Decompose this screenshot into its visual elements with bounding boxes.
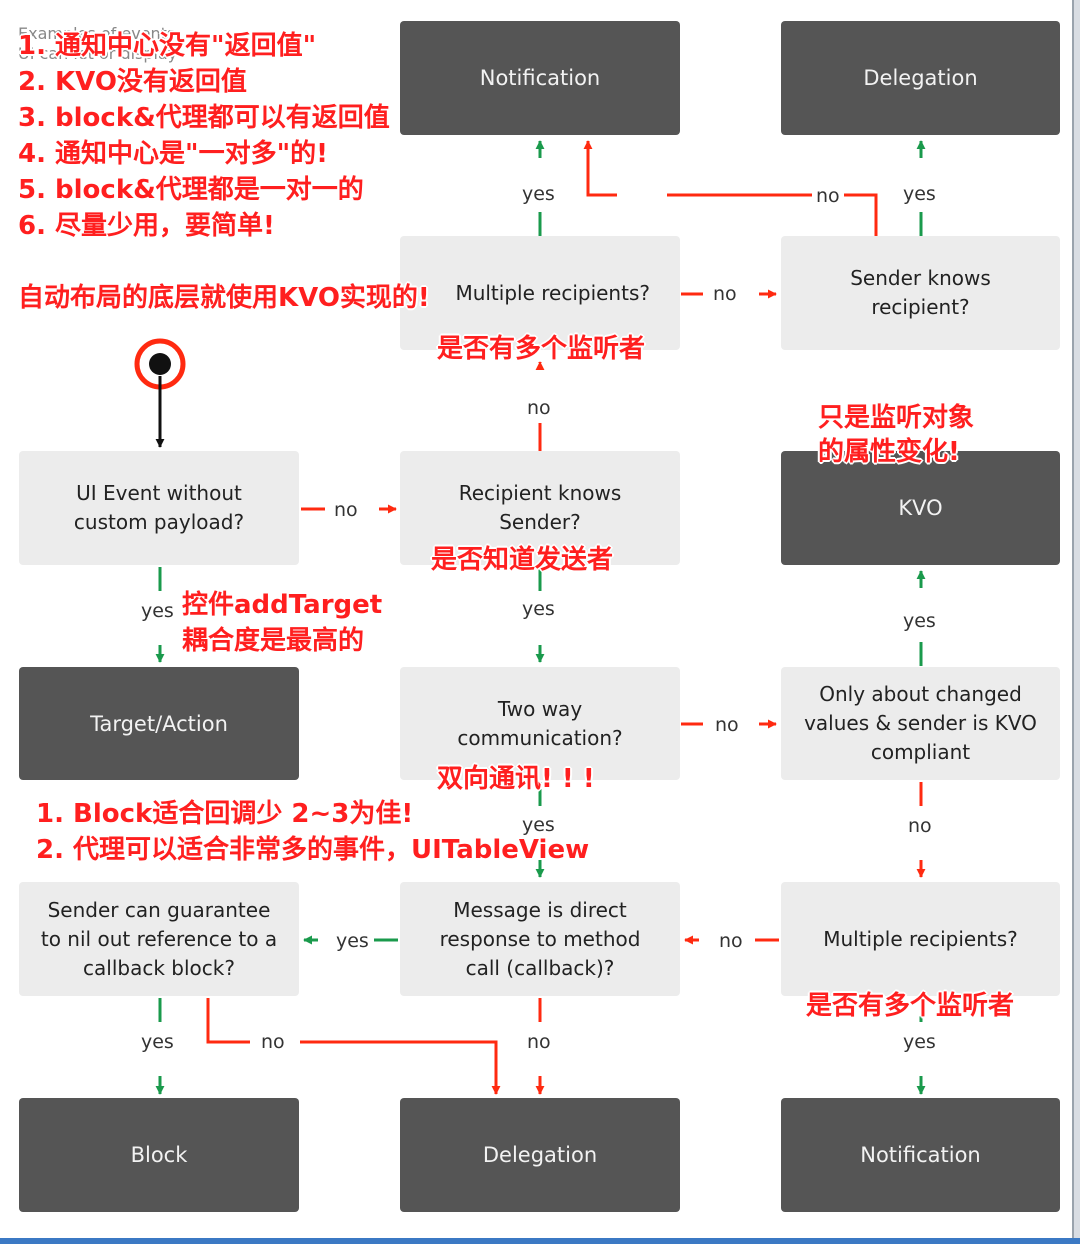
question-label: Recipient knows [458,481,622,505]
question-label: call (callback)? [465,955,615,980]
annotation-line: 是否有多个监听者 [806,991,1015,1021]
question-label: to nil out reference to a [40,926,278,951]
result-label: Delegation [863,66,978,90]
edge-label-no: no [523,397,555,419]
question-only-changed-values: Only about changed values & sender is KV… [781,667,1060,780]
result-label: Notification [860,1143,981,1167]
question-multiple-recipients-bottom: Multiple recipients? [781,882,1060,996]
annotation-line: 控件addTarget [182,590,383,620]
question-label: Multiple recipients? [823,926,1018,951]
annotation-kvo-note: 只是监听对象 的属性变化! [818,401,974,469]
question-label: UI Event without [76,481,242,505]
edge-label-no: no [812,185,844,207]
question-label: values & sender is KVO [804,711,1037,735]
annotation-line: 3. block&代理都可以有返回值 [18,103,390,133]
annotation-multiple-listeners-top: 是否有多个监听者 [437,331,645,367]
annotation-line: 1. 通知中心没有"返回值" [18,31,317,61]
annotation-two-way: 双向通讯! ! ! [437,761,595,797]
result-label: Target/Action [90,711,228,736]
edge-label-no: no [330,499,362,521]
start-dot [149,353,171,375]
question-recipient-knows-sender: Recipient knows Sender? [400,451,680,565]
question-message-direct-response: Message is direct response to method cal… [400,882,680,996]
edge-label-no: no [523,1031,555,1053]
annotation-block-delegate: 1. Block适合回调少 2~3为佳! 2. 代理可以适合非常多的事件，UIT… [36,796,589,868]
edge-label-no: no [711,714,743,736]
result-notification-top: Notification [400,21,680,135]
question-label: Message is direct [453,897,627,922]
result-target-action: Target/Action [19,667,299,780]
edge-label-yes: yes [899,1031,940,1053]
question-sender-guarantee: Sender can guarantee to nil out referenc… [19,882,299,996]
annotation-autolayout: 自动布局的底层就使用KVO实现的! [18,280,430,316]
annotation-line: 的属性变化! [818,437,960,467]
question-multiple-recipients-top: Multiple recipients? [400,236,680,350]
annotation-line: 双向通讯! ! ! [437,764,595,794]
question-label: response to method [439,926,641,951]
question-label: Sender? [499,510,581,534]
annotation-line: 6. 尽量少用，要简单! [18,211,275,241]
question-label: Two way [497,697,583,721]
annotation-line: 自动布局的底层就使用KVO实现的! [18,283,430,313]
edge-sender-guarantee-no [206,998,501,1095]
question-label: recipient? [871,295,970,319]
result-label: KVO [898,496,943,520]
faded-header-line: UI can let or display [18,44,178,63]
window-bottom-strip [0,1238,1080,1244]
edge-label-no: no [904,815,936,837]
question-label: communication? [457,726,623,750]
edge-label-no: no [257,1031,289,1053]
annotation-line: 是否有多个监听者 [437,334,646,364]
annotation-line: 是否知道发送者 [431,545,614,575]
edge-label-yes: yes [137,1031,178,1053]
result-label: Delegation [482,1143,598,1167]
edge-label-yes: yes [518,183,559,205]
annotation-addtarget: 控件addTarget 耦合度是最高的 [182,587,382,659]
annotation-line: 5. block&代理都是一对一的 [18,175,364,205]
faded-header-line: Examples of events [18,24,176,43]
faded-header-text: Examples of events UI can let or display [18,24,177,64]
annotation-line: 耦合度是最高的 [182,626,365,656]
edge-label-yes: yes [899,610,940,632]
annotation-top-list: 1. 通知中心没有"返回值" 2. KVO没有返回值 3. block&代理都可… [18,28,390,244]
question-label: custom payload? [73,510,245,534]
question-label: Multiple recipients? [455,280,650,305]
result-notification-bottom: Notification [781,1098,1060,1212]
result-delegation-top: Delegation [781,21,1060,135]
result-kvo: KVO [781,451,1060,565]
result-block: Block [19,1098,299,1212]
result-label: Block [130,1143,188,1167]
annotation-line: 4. 通知中心是"一对多"的! [18,139,328,169]
question-label: Sender knows [850,266,991,290]
question-label: callback block? [83,955,235,980]
annotation-knows-sender: 是否知道发送者 [431,542,613,578]
edge-label-no: no [715,930,747,952]
annotation-multiple-listeners-bottom: 是否有多个监听者 [806,988,1014,1024]
result-delegation-bottom: Delegation [400,1098,680,1212]
question-label: Sender can guarantee [47,897,271,922]
edge-label-no: no [709,283,741,305]
question-sender-knows-recipient: Sender knows recipient? [781,236,1060,350]
question-two-way-communication: Two way communication? [400,667,680,780]
annotation-line: 2. 代理可以适合非常多的事件，UITableView [36,835,590,865]
question-label: Only about changed [819,682,1022,706]
annotation-line: 只是监听对象 [818,403,975,433]
question-ui-event: UI Event without custom payload? [19,451,299,565]
edge-sender-knows-no [583,140,878,236]
edge-label-yes: yes [137,600,178,622]
edge-label-yes: yes [518,814,559,836]
question-label: compliant [870,740,971,764]
annotation-line: 2. KVO没有返回值 [18,67,247,97]
edge-label-yes: yes [518,598,559,620]
result-label: Notification [479,66,601,90]
edge-label-yes: yes [332,930,373,952]
annotation-line: 1. Block适合回调少 2~3为佳! [36,799,414,829]
edge-label-yes: yes [899,183,940,205]
